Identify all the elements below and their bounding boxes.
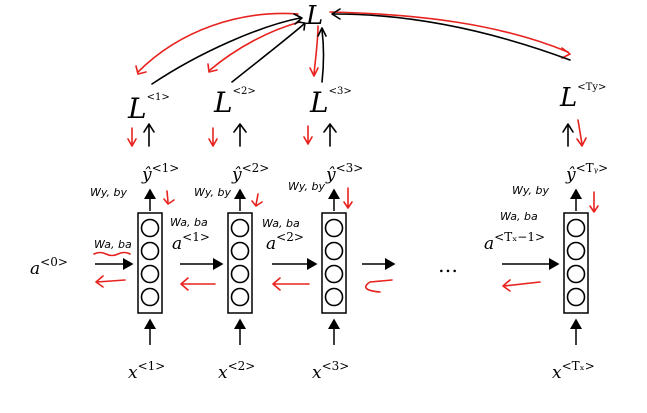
handwritten-weights: Wa, ba Wa, ba Wa, ba Wa, ba Wy, by Wy, b… <box>90 180 550 251</box>
label-xTx: x<Tₓ> <box>552 359 595 383</box>
ellipsis: … <box>438 253 458 277</box>
label-a1: a<1> <box>172 230 210 254</box>
weight-waba-4: Wa, ba <box>500 210 538 223</box>
label-x1: x<1> <box>128 359 165 383</box>
rnn-cell-1 <box>137 212 163 314</box>
loss-up-arrows <box>143 123 574 147</box>
loss-to-total-arrows <box>151 8 571 85</box>
label-loss3: L<3> <box>309 86 352 119</box>
weight-wyby-2: Wy, by <box>194 186 232 199</box>
label-loss1: L<1> <box>127 92 170 125</box>
label-yhat1: ŷ<1> <box>141 161 179 185</box>
label-yhatTy: ŷ<Tᵧ> <box>565 161 608 185</box>
label-lossTy: L<Ty> <box>559 82 606 113</box>
label-a2: a<2> <box>266 230 304 254</box>
weight-wyby-1: Wy, by <box>90 186 128 199</box>
label-yhat2: ŷ<2> <box>231 161 269 185</box>
weight-waba-2: Wa, ba <box>170 216 208 229</box>
rnn-cell-2 <box>227 212 253 314</box>
weight-wyby-3: Wy, by <box>288 180 326 193</box>
label-yhat3: ŷ<3> <box>325 161 363 185</box>
weight-wyby-4: Wy, by <box>512 184 550 197</box>
label-total-loss: L <box>305 1 323 31</box>
label-x2: x<2> <box>218 359 255 383</box>
label-x3: x<3> <box>312 359 349 383</box>
weight-waba-1: Wa, ba <box>94 238 132 251</box>
backprop-arrows <box>95 11 599 293</box>
rnn-cell-Tx <box>563 212 589 314</box>
label-a0: a<0> <box>30 255 68 279</box>
red-underline-squiggle <box>93 251 131 257</box>
rnn-cell-3 <box>321 212 347 314</box>
label-aTx-1: a<Tₓ−1> <box>484 230 545 254</box>
label-loss2: L<2> <box>213 86 256 119</box>
weight-waba-3: Wa, ba <box>262 217 300 230</box>
